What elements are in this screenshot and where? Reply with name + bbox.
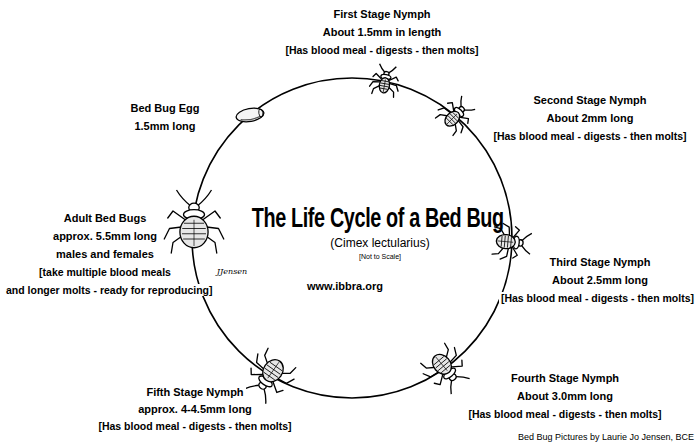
bug-drawings — [164, 63, 532, 409]
bed-bug-drawing — [164, 190, 224, 253]
website-url: www.ibbra.org — [305, 280, 385, 293]
stage-label: [Has blood meal - digests - then molts] — [96, 420, 293, 432]
stage-label: [Not to Scale] — [357, 253, 403, 261]
bug-stroke — [168, 211, 186, 220]
bug-stroke — [180, 216, 208, 248]
credit-note: Bed Bug Pictures by Laurie Jo Jensen, BC… — [516, 432, 696, 442]
stage-label: Bed Bug Egg — [128, 102, 201, 115]
bed-bug-drawing — [433, 91, 480, 138]
stage-label: About 2.5mm long — [550, 274, 650, 287]
stage-label: (Cimex lectularius) — [328, 237, 431, 251]
bed-bug-drawing — [368, 63, 402, 98]
bug-stroke — [258, 109, 263, 118]
stage-label: [take multiple blood meals — [37, 266, 173, 278]
bed-bug-drawing — [237, 345, 300, 409]
artist-signature: JJensen — [215, 267, 249, 276]
stage-label: [Has blood meal - digests - then molts] — [499, 292, 696, 304]
stage-label: Fourth Stage Nymph — [509, 372, 621, 385]
stage-label: [Has blood meal - digests - then molts] — [283, 44, 480, 56]
bed-bug-egg — [235, 106, 265, 124]
stage-label: About 2mm long — [545, 112, 636, 125]
stage-label: Adult Bed Bugs — [62, 212, 149, 225]
bug-stroke — [436, 357, 448, 371]
stage-label: About 1.5mm in length — [321, 26, 444, 39]
stage-label: First Stage Nymph — [331, 8, 432, 21]
stage-label: [Has blood meal - digests - then molts] — [466, 408, 663, 420]
stage-label: and longer molts - ready for reproducing… — [4, 284, 215, 296]
bug-stroke — [497, 241, 513, 242]
bug-stroke — [203, 211, 221, 220]
stage-label: Second Stage Nymph — [531, 94, 648, 107]
stage-label: [Has blood meal - digests - then molts] — [491, 130, 688, 142]
diagram-title: The Life Cycle of a Bed Bug — [251, 203, 506, 234]
bug-stroke — [429, 351, 456, 378]
stage-label: approx. 5.5mm long — [51, 230, 159, 243]
bug-stroke — [389, 84, 399, 91]
cycle-circle — [192, 78, 512, 398]
bug-stroke — [194, 220, 195, 246]
bed-bug-drawing — [417, 340, 476, 399]
bug-stroke — [268, 362, 279, 378]
bug-stroke — [258, 356, 287, 386]
bug-stroke — [442, 108, 463, 129]
stage-label: 1.5mm long — [132, 120, 197, 133]
bug-stroke — [383, 79, 385, 92]
bug-stroke — [496, 234, 516, 250]
bug-stroke — [378, 77, 391, 94]
stage-label: Fifth Stage Nymph — [144, 386, 245, 399]
stage-label: males and females — [54, 248, 156, 261]
bug-stroke — [241, 116, 261, 121]
bug-stroke — [447, 114, 457, 124]
stage-label: Third Stage Nymph — [548, 256, 653, 269]
stage-label: approx. 4-4.5mm long — [136, 403, 254, 416]
bug-stroke — [235, 106, 265, 124]
stage-label: About 3.0mm long — [515, 390, 615, 403]
